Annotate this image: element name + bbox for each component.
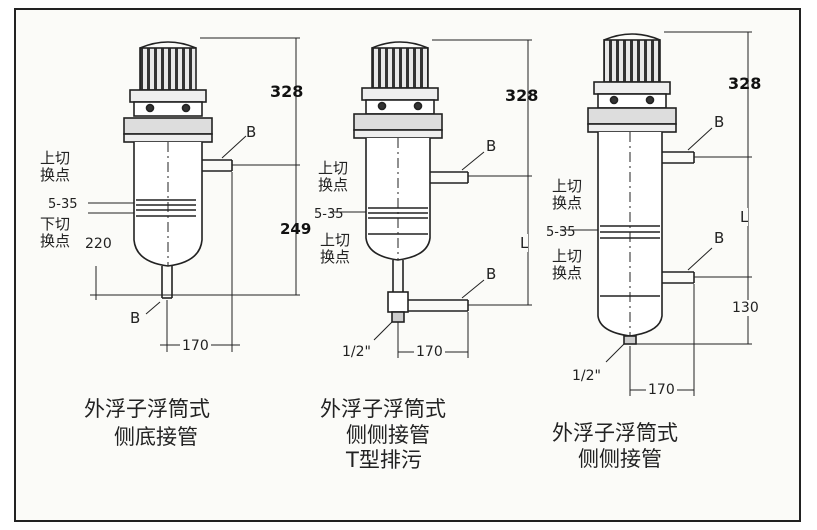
fig2-b-bottom-label: B [486,265,497,283]
fig3-range-label: 5-35 [546,225,576,240]
fig2-caption-line3: T型排污 [346,448,422,472]
fig1-b-side-label: B [246,123,257,141]
fig3-lower-switch-label: 上切 换点 [552,247,583,282]
fig2-lower-switch-label: 上切 换点 [320,231,351,266]
fig2-drain-label: 1/2" [342,344,371,360]
fig2-caption-line2: 侧侧接管 [346,423,430,447]
fig3-drain-label: 1/2" [572,368,601,384]
fig1-lower-value: 220 [85,236,112,252]
switch-head-1 [139,47,197,91]
fig2-range-label: 5-35 [314,207,344,222]
fig2-dim-width: 170 [414,344,445,360]
fig1-b-bottom-label: B [130,309,141,327]
fig3-b-bottom-label: B [714,229,725,247]
fig3-b-top-label: B [714,113,725,131]
fig1-dim-middle: 249 [280,220,312,238]
fig2-upper-switch-label: 上切 换点 [318,159,349,194]
fig3-dim-middle: L [740,208,749,226]
fig3-upper-switch-label: 上切 换点 [552,177,583,212]
fig1-upper-switch-label: 上切 换点 [40,149,71,184]
figure-2-drawing [330,39,532,358]
fig2-dim-top: 328 [505,86,539,105]
fig1-lower-switch-label: 下切 换点 [40,215,71,250]
fig1-dim-top: 328 [270,82,304,101]
fig1-range-label: 5-35 [48,197,78,212]
figure-3-drawing [560,31,752,396]
fig1-caption-line2: 侧底接管 [114,425,198,449]
fig3-caption-line1: 外浮子浮筒式 [552,421,678,445]
switch-head-3 [603,39,661,83]
fig1-dim-width: 170 [180,338,211,354]
switch-head-2 [371,47,429,89]
fig2-caption-line1: 外浮子浮筒式 [320,397,446,421]
figure-1-drawing [88,37,300,352]
fig3-dim-bottom: 130 [732,300,759,316]
fig3-caption-line2: 侧侧接管 [578,447,662,471]
fig3-dim-top: 328 [728,74,762,93]
fig2-b-top-label: B [486,137,497,155]
fig2-dim-middle: L [520,234,529,252]
fig3-dim-width: 170 [646,382,677,398]
fig1-caption-line1: 外浮子浮筒式 [84,397,210,421]
